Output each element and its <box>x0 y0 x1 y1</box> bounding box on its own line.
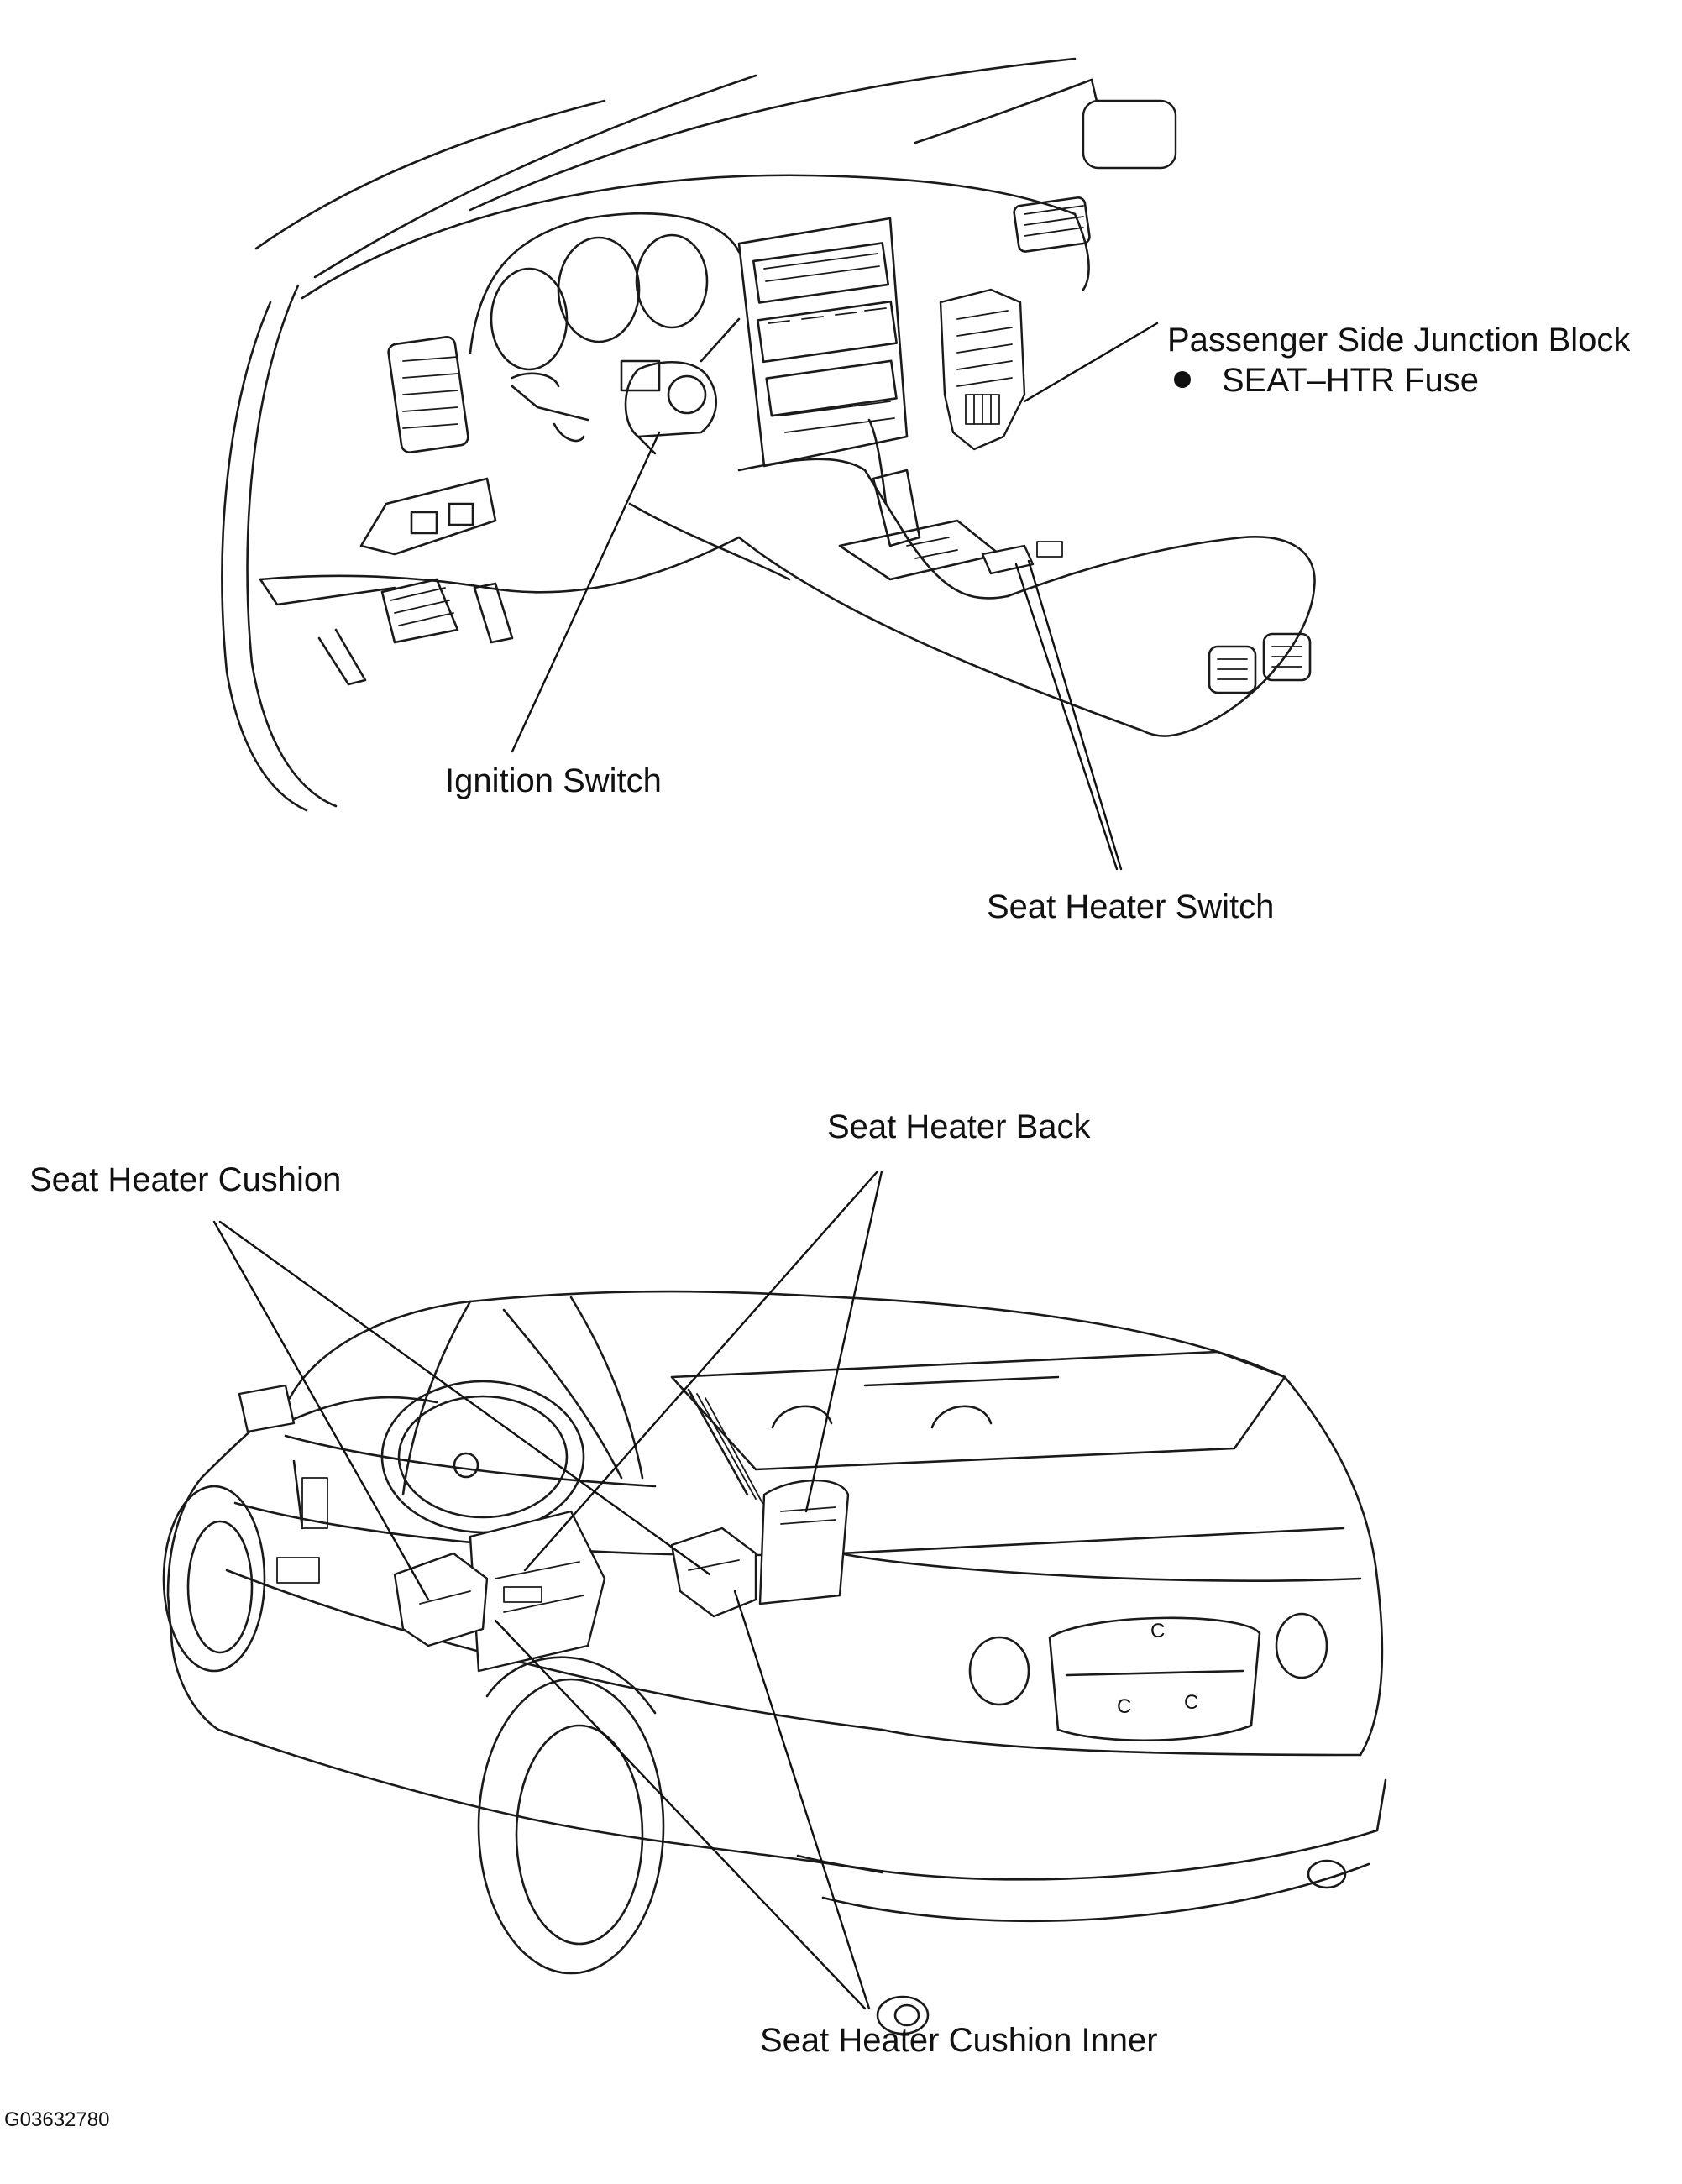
seat-heater-cushion-label: Seat Heater Cushion <box>29 1161 341 1198</box>
dashboard-illustration <box>221 57 1316 812</box>
passenger-side-junction-block-label: Passenger Side Junction Block <box>1167 322 1631 359</box>
svg-text:C: C <box>1117 1695 1131 1718</box>
leader-seat-heater-switch-a <box>1014 563 1119 871</box>
leader-junction-block <box>1023 322 1159 403</box>
seat-heater-switch-label: Seat Heater Switch <box>987 888 1274 925</box>
leader-cushion-inner-b <box>733 1590 871 2010</box>
leader-seat-heater-cushion-a <box>212 1220 430 1601</box>
leader-seat-heater-back-a <box>523 1170 879 1572</box>
leader-seat-heater-switch-b <box>1027 559 1123 871</box>
car-illustration: C C C <box>162 1290 1387 2035</box>
leader-seat-heater-cushion-b <box>218 1220 711 1576</box>
svg-text:C: C <box>1150 1620 1165 1642</box>
figure-code: G03632780 <box>4 2108 109 2131</box>
leader-cushion-inner-a <box>494 1619 867 2010</box>
svg-text:C: C <box>1184 1691 1198 1714</box>
top-leader-lines <box>511 322 1159 871</box>
bullet-icon <box>1174 371 1191 388</box>
leader-ignition-switch <box>511 431 661 753</box>
seat-heater-back-label: Seat Heater Back <box>827 1108 1091 1145</box>
leader-seat-heater-back-b <box>804 1170 883 1513</box>
bottom-leader-lines <box>212 1170 883 2010</box>
seat-htr-fuse-label: SEAT–HTR Fuse <box>1222 362 1479 399</box>
ignition-switch-label: Ignition Switch <box>445 762 662 799</box>
seat-heater-cushion-inner-label: Seat Heater Cushion Inner <box>760 2022 1158 2059</box>
